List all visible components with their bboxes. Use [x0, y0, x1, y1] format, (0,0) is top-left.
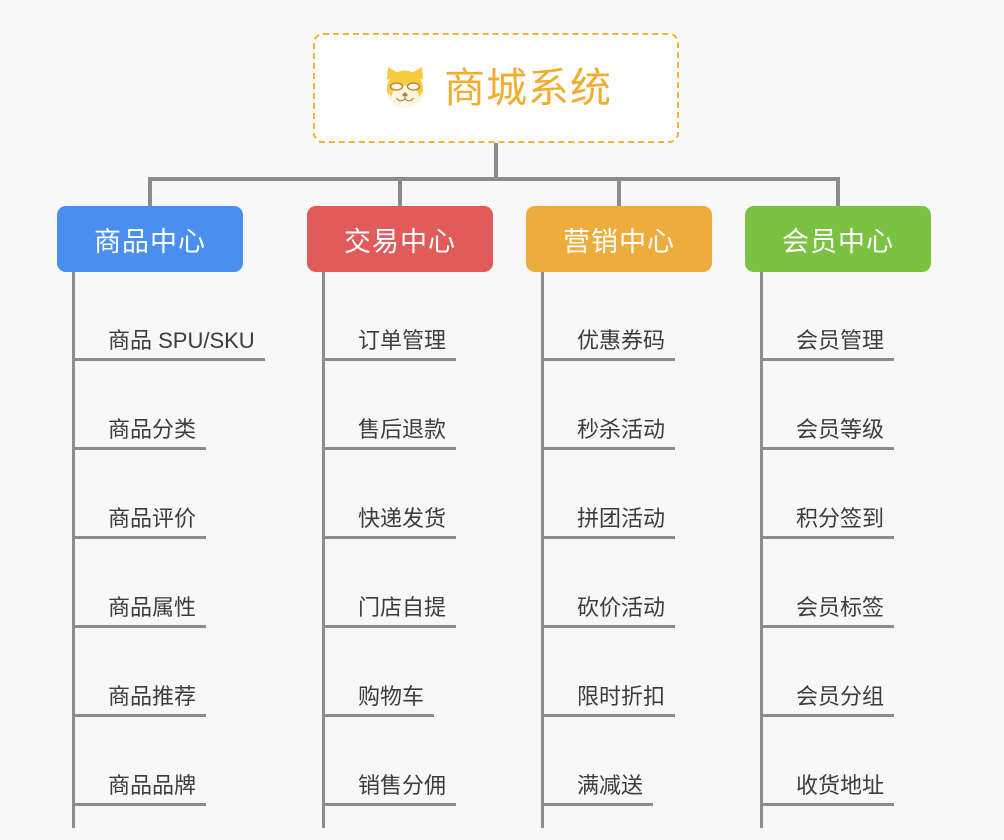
- leaf-item[interactable]: 会员管理: [760, 272, 895, 361]
- leaf-label: 门店自提: [322, 597, 457, 628]
- leaf-label: 满减送: [541, 775, 654, 806]
- leaf-label: 会员分组: [760, 686, 895, 717]
- leaf-item[interactable]: 砍价活动: [541, 539, 676, 628]
- leaf-item[interactable]: 优惠券码: [541, 272, 676, 361]
- drop-connector-1: [148, 177, 152, 207]
- leaf-item[interactable]: 积分签到: [760, 450, 895, 539]
- leaf-label: 会员标签: [760, 597, 895, 628]
- root-title: 商城系统: [444, 64, 612, 111]
- leaf-label: 会员管理: [760, 330, 895, 361]
- shiba-dog-icon: [387, 67, 423, 108]
- leaf-label: 商品 SPU/SKU: [72, 330, 265, 361]
- leaf-label: 收货地址: [760, 775, 895, 806]
- column-spine-4: [760, 272, 763, 828]
- drop-connector-3: [617, 177, 621, 207]
- leaf-label: 购物车: [322, 686, 435, 717]
- horizontal-bus-connector: [148, 177, 840, 181]
- leaf-column-2: 订单管理 售后退款 快递发货 门店自提 购物车 销售分佣: [322, 272, 457, 828]
- leaf-item[interactable]: 会员分组: [760, 628, 895, 717]
- leaf-label: 商品品牌: [72, 775, 207, 806]
- category-label-2: 交易中心: [344, 226, 456, 257]
- column-spine-3: [541, 272, 544, 828]
- leaf-item[interactable]: 快递发货: [322, 450, 457, 539]
- root-stem-connector: [494, 143, 498, 179]
- leaf-label: 售后退款: [322, 419, 457, 450]
- leaf-column-1: 商品 SPU/SKU 商品分类 商品评价 商品属性 商品推荐 商品品牌: [72, 272, 265, 828]
- leaf-item[interactable]: 收货地址: [760, 717, 895, 806]
- leaf-label: 砍价活动: [541, 597, 676, 628]
- column-spine-2: [322, 272, 325, 828]
- leaf-item[interactable]: 门店自提: [322, 539, 457, 628]
- leaf-item[interactable]: 会员等级: [760, 361, 895, 450]
- leaf-label: 秒杀活动: [541, 419, 676, 450]
- column-spine-1: [72, 272, 75, 828]
- leaf-label: 销售分佣: [322, 775, 457, 806]
- leaf-column-3: 优惠券码 秒杀活动 拼团活动 砍价活动 限时折扣 满减送: [541, 272, 676, 828]
- leaf-label: 优惠券码: [541, 330, 676, 361]
- category-header-1[interactable]: 商品中心: [57, 206, 243, 272]
- leaf-item[interactable]: 秒杀活动: [541, 361, 676, 450]
- leaf-label: 商品推荐: [72, 686, 207, 717]
- leaf-item[interactable]: 售后退款: [322, 361, 457, 450]
- leaf-item[interactable]: 订单管理: [322, 272, 457, 361]
- leaf-item[interactable]: 会员标签: [760, 539, 895, 628]
- category-label-1: 商品中心: [94, 226, 206, 257]
- leaf-label: 积分签到: [760, 508, 895, 539]
- leaf-item[interactable]: 购物车: [322, 628, 456, 717]
- category-header-2[interactable]: 交易中心: [307, 206, 493, 272]
- leaf-item[interactable]: 商品 SPU/SKU: [72, 272, 265, 361]
- leaf-label: 会员等级: [760, 419, 895, 450]
- leaf-item[interactable]: 拼团活动: [541, 450, 676, 539]
- leaf-label: 限时折扣: [541, 686, 676, 717]
- category-header-3[interactable]: 营销中心: [526, 206, 712, 272]
- leaf-label: 订单管理: [322, 330, 457, 361]
- leaf-item[interactable]: 满减送: [541, 717, 675, 806]
- root-node[interactable]: 商城系统: [313, 33, 679, 143]
- leaf-label: 快递发货: [322, 508, 457, 539]
- leaf-label: 商品评价: [72, 508, 207, 539]
- leaf-label: 商品分类: [72, 419, 207, 450]
- leaf-item[interactable]: 销售分佣: [322, 717, 457, 806]
- category-header-4[interactable]: 会员中心: [745, 206, 931, 272]
- category-label-3: 营销中心: [563, 226, 675, 257]
- drop-connector-4: [836, 177, 840, 207]
- category-label-4: 会员中心: [782, 226, 894, 257]
- leaf-item[interactable]: 限时折扣: [541, 628, 676, 717]
- leaf-item[interactable]: 商品品牌: [72, 717, 265, 806]
- leaf-label: 商品属性: [72, 597, 207, 628]
- leaf-label: 拼团活动: [541, 508, 676, 539]
- leaf-item[interactable]: 商品分类: [72, 361, 265, 450]
- drop-connector-2: [398, 177, 402, 207]
- leaf-item[interactable]: 商品属性: [72, 539, 265, 628]
- leaf-item[interactable]: 商品推荐: [72, 628, 265, 717]
- leaf-column-4: 会员管理 会员等级 积分签到 会员标签 会员分组 收货地址: [760, 272, 895, 828]
- leaf-item[interactable]: 商品评价: [72, 450, 265, 539]
